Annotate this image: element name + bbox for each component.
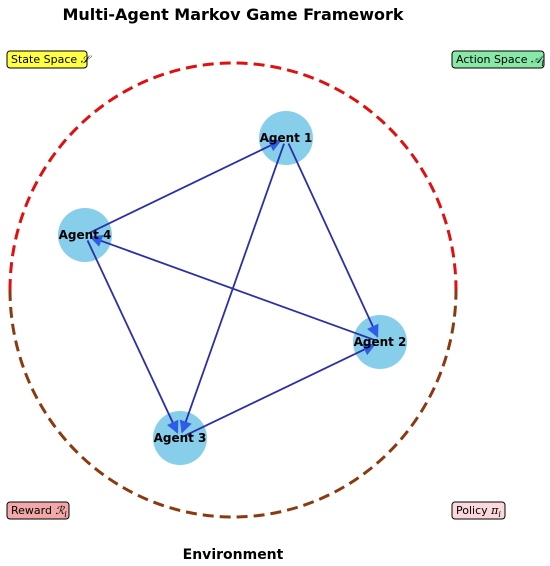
reward-subscript: i [64, 510, 67, 519]
action-space-box: Action Space 𝒜i [451, 50, 545, 69]
agent-3-node [153, 411, 207, 465]
edge-agent-3-to-agent-2 [185, 343, 376, 437]
svg-text:Policy πi: Policy πi [456, 504, 501, 519]
state-space-symbol: 𝒮 [81, 53, 93, 66]
agent-1-label: Agent 1 [260, 131, 313, 145]
diagram-title: Multi-Agent Markov Game Framework [62, 5, 403, 24]
agent-4-label: Agent 4 [59, 228, 112, 242]
policy-box: Policy πi [451, 501, 506, 520]
edge-agent-4-to-agent-1 [90, 139, 282, 234]
agent-3-label: Agent 3 [154, 431, 207, 445]
agent-1-node [259, 111, 313, 165]
svg-text:Action Space 𝒜i: Action Space 𝒜i [456, 53, 545, 68]
action-space-text: Action Space [456, 53, 531, 66]
environment-boundary-top [8, 61, 458, 291]
agent-2-node [353, 315, 407, 369]
state-space-text: State Space [11, 53, 81, 66]
environment-label: Environment [183, 547, 284, 563]
svg-text:Reward ℛi: Reward ℛi [11, 504, 67, 519]
policy-subscript: i [498, 510, 501, 519]
policy-symbol: π [490, 504, 499, 517]
state-space-box: State Space 𝒮 [6, 50, 93, 69]
action-space-subscript: i [541, 59, 544, 68]
reward-text: Reward [11, 504, 55, 517]
edge-agent-4-to-agent-3 [86, 240, 179, 434]
edge-agent-2-to-agent-4 [89, 234, 375, 341]
environment-boundary-bottom [8, 289, 458, 519]
svg-text:State Space 𝒮: State Space 𝒮 [11, 53, 93, 66]
reward-symbol: ℛ [55, 504, 65, 517]
policy-text: Policy [456, 504, 491, 517]
reward-box: Reward ℛi [6, 501, 70, 520]
edge-agent-1-to-agent-2 [287, 143, 379, 338]
agent-4-node [58, 208, 112, 262]
agent-2-label: Agent 2 [354, 335, 407, 349]
